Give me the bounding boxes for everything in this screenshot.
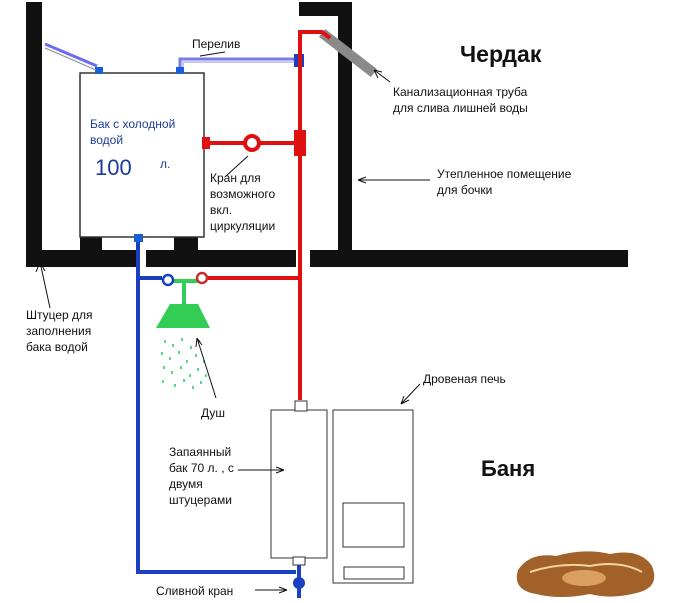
sealed-tank-bottom-fitting [292, 556, 306, 566]
overflow-label: Перелив [192, 37, 240, 51]
fitting-label-1: Штуцер для [26, 308, 93, 322]
circulation-fitting [202, 137, 210, 149]
drain-valve [293, 577, 305, 589]
cold-mixer-valve [161, 273, 175, 287]
circulation-valve [243, 134, 261, 152]
sewer-label-1: Канализационная труба [393, 85, 528, 99]
attic-floor-left [26, 250, 140, 267]
attic-floor-right [310, 250, 628, 267]
tank-top-fitting-left [95, 67, 103, 74]
overflow-pipe [178, 57, 297, 67]
tank-volume-unit: л. [160, 157, 170, 171]
fitting-label-2: заполнения [26, 324, 91, 338]
valve-label-3: вкл. [210, 203, 232, 217]
fill-fitting-pipe [44, 42, 98, 68]
insulated-arrow [357, 176, 430, 184]
valve-arrow [225, 155, 249, 177]
attic-roof [299, 2, 352, 16]
site-logo [516, 551, 655, 597]
attic-label: Чердак [460, 41, 542, 67]
insulated-label-1: Утепленное помещение [437, 167, 572, 181]
insulated-label-2: для бочки [437, 183, 492, 197]
tank-support-left [80, 236, 102, 252]
shower-head [156, 304, 210, 328]
fitting-label-3: бака водой [26, 340, 88, 354]
bath-label: Баня [481, 456, 535, 481]
valve-label-2: возможного [210, 187, 276, 201]
stove-arrow [400, 383, 421, 405]
hot-mixer-valve [195, 271, 209, 285]
valve-label-1: Кран для [210, 171, 261, 185]
stove-ash-door [343, 566, 405, 580]
valve-label-4: циркуляции [210, 219, 275, 233]
sealed-tank-top-fitting [294, 400, 308, 412]
drain-arrow [255, 586, 288, 594]
shower-label: Душ [201, 406, 225, 420]
sewer-label-2: для слива лишней воды [393, 101, 528, 115]
tank-support-right [174, 236, 198, 252]
hot-riser-pipe [298, 30, 332, 400]
sewer-arrow [373, 69, 391, 83]
annotation-arrows [35, 51, 430, 594]
sewer-pipe [318, 28, 378, 78]
overflow-arrow [199, 51, 226, 57]
tank-top-fitting-right [176, 67, 184, 74]
sealed-label-1: Запаянный [169, 445, 231, 459]
stove-label: Дровеная печь [423, 372, 506, 386]
sealed-tank [270, 409, 328, 559]
attic-left-wall [26, 2, 42, 252]
attic-right-wall [338, 2, 352, 252]
sealed-label-2: бак 70 л. , с [169, 461, 234, 475]
tank-volume: 100 [95, 155, 132, 180]
shower-water [161, 338, 207, 389]
overflow-pipe-inner [182, 61, 297, 67]
sealed-label-4: штуцерами [169, 493, 232, 507]
wood-stove [332, 409, 414, 584]
sealed-label-3: двумя [169, 477, 203, 491]
tank-label-1: Бак с холодной [90, 117, 175, 131]
cold-down-pipe [136, 242, 296, 574]
fill-fitting-pipe-outline [44, 47, 97, 71]
stove-door [342, 502, 405, 548]
tank-bottom-fitting [134, 234, 143, 242]
shower-arrow [195, 337, 217, 399]
cold-water-tank [79, 72, 205, 238]
sealed-tank-arrow [238, 466, 285, 474]
fill-fitting-arrow [35, 261, 51, 309]
tank-label-2: водой [90, 133, 123, 147]
drain-label: Сливной кран [156, 584, 233, 598]
attic-floor-mid [146, 250, 296, 267]
